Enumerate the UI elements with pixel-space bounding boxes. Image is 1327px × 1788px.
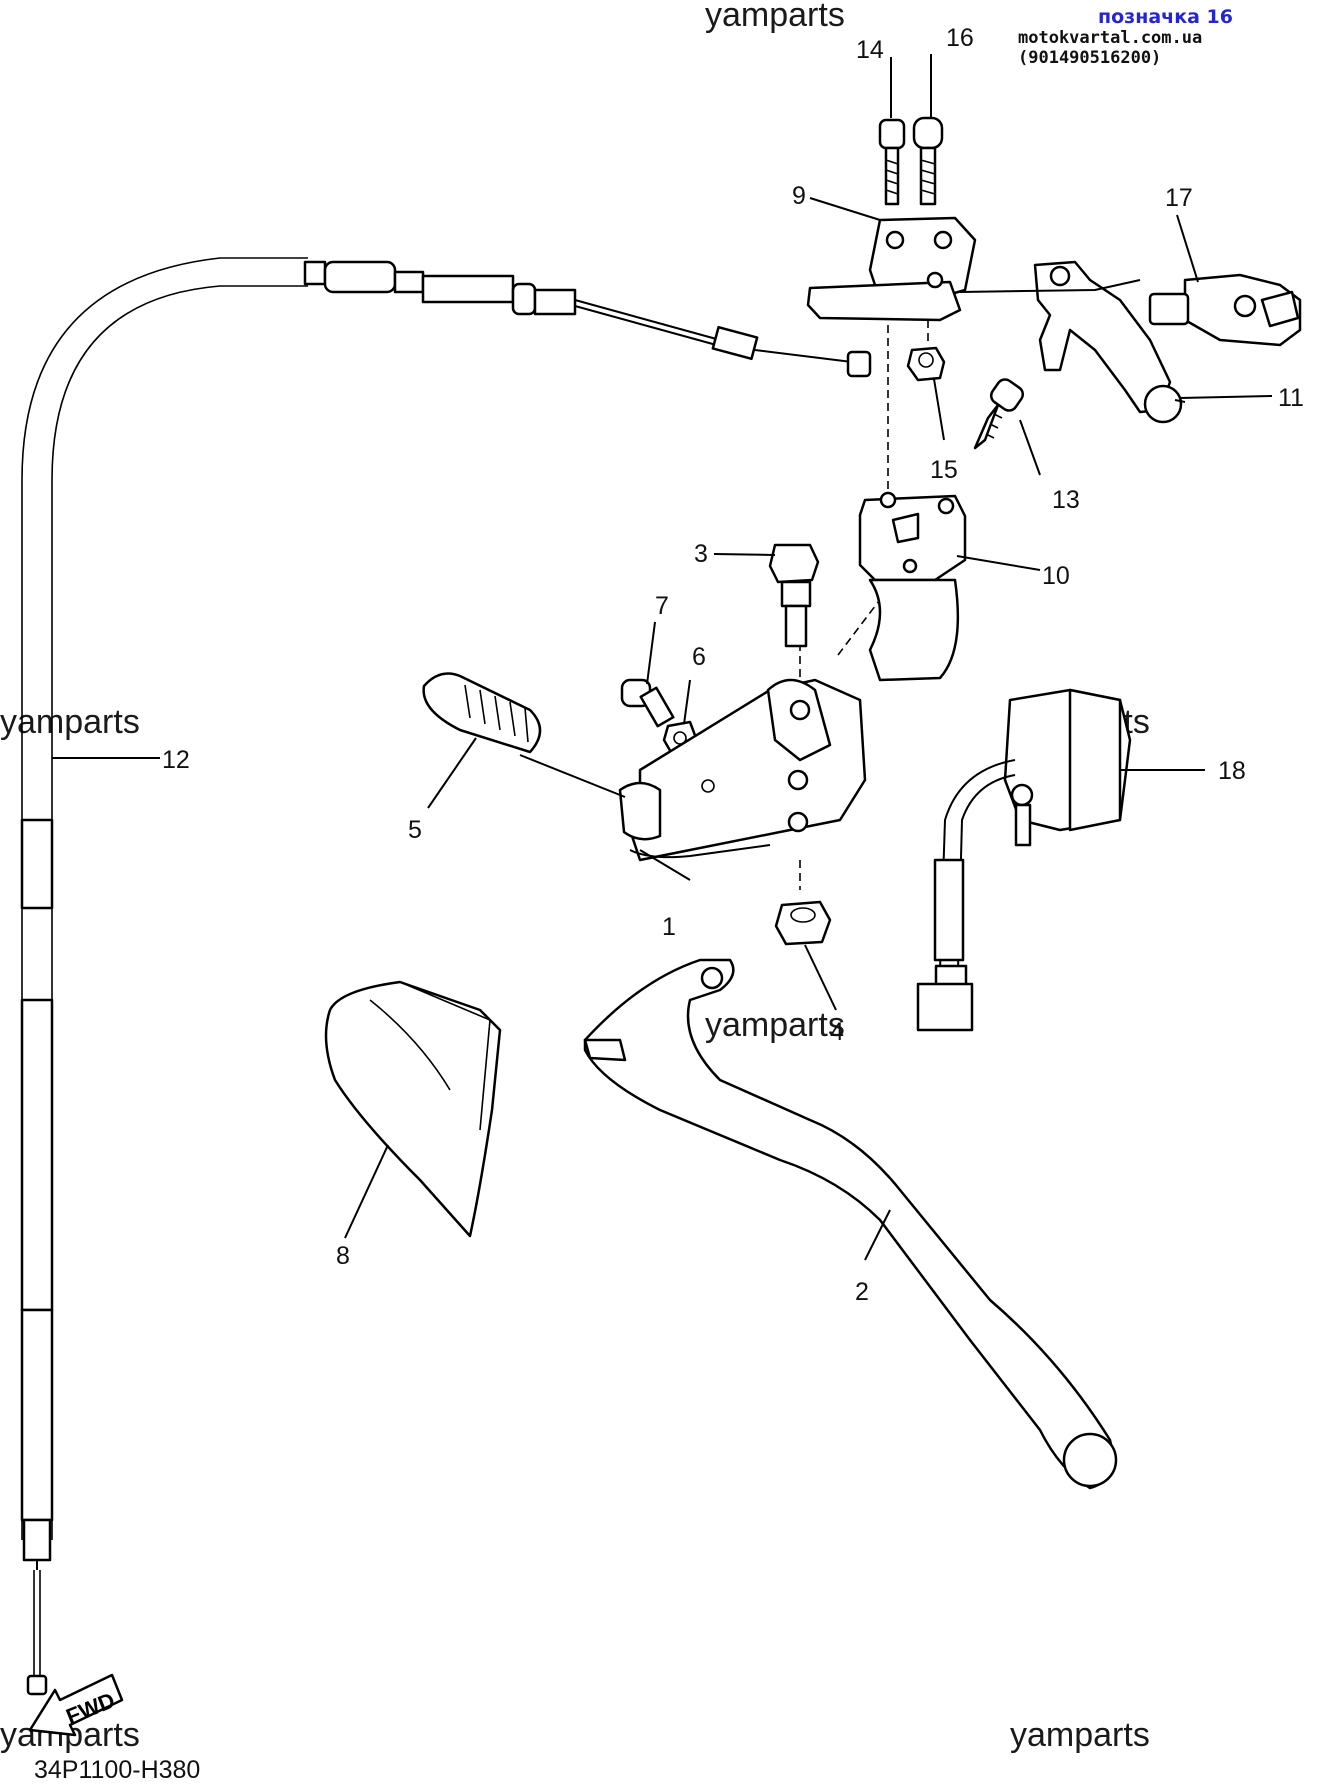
callout-1: 1 [662,913,676,941]
watermark-bottom-right: yamparts [1010,1716,1150,1754]
callout-6: 6 [692,643,706,671]
callout-7: 7 [655,592,669,620]
callout-2: 2 [855,1278,869,1306]
screw-7-part[interactable] [620,678,675,728]
pivot-bolt-3-part[interactable] [768,543,820,648]
lever-bracket-upper-part[interactable] [806,216,977,322]
clutch-cable-part[interactable] [20,257,872,1696]
nut-4-part[interactable] [774,900,832,946]
callout-9: 9 [792,182,806,210]
watermark-top: yamparts [705,0,845,34]
source-site[interactable]: motokvartal.com.ua (901490516200) [1018,28,1203,68]
callout-16: 16 [946,24,974,52]
callout-12: 12 [162,746,190,774]
callout-18: 18 [1218,757,1246,785]
callout-17: 17 [1165,184,1193,212]
callout-10: 10 [1042,562,1070,590]
callout-11: 11 [1278,384,1304,412]
callout-8: 8 [336,1242,350,1270]
lever-bracket-lower-part[interactable] [858,491,967,682]
clutch-lever-2-part[interactable] [583,958,1118,1490]
diagram-code: 34P1100-H380 [34,1756,201,1784]
callout-14: 14 [856,36,884,64]
lever-cover-8-part[interactable] [324,980,502,1238]
nut-15-part[interactable] [906,346,946,382]
watermark-center: yamparts [705,1006,845,1044]
diagram-tag: позначка 16 [1098,6,1233,28]
callout-3: 3 [694,540,708,568]
cable-adjuster-5-part[interactable] [422,672,542,754]
callout-5: 5 [408,816,422,844]
clutch-switch-18-part[interactable] [916,688,1132,1032]
callout-15: 15 [930,456,958,484]
callout-4: 4 [830,1018,844,1046]
callout-13: 13 [1052,486,1080,514]
bolt-13-part[interactable] [973,376,1026,450]
watermark-left: yamparts [0,703,140,741]
bolt-16-part[interactable] [912,116,944,206]
bolt-14-part[interactable] [878,118,906,206]
hot-start-lever-part[interactable] [1033,260,1183,424]
hot-start-switch-part[interactable] [1148,273,1302,347]
lever-holder-1-part[interactable] [618,678,867,862]
